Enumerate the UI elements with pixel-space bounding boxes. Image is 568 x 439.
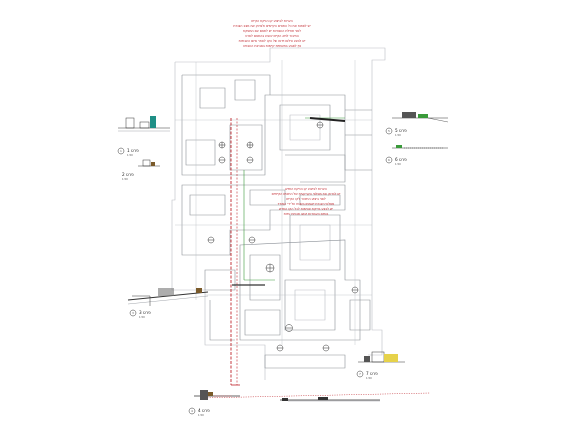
detail-7-label: 7 פרט 7 1:50: [356, 370, 378, 380]
wall-segment: [309, 117, 346, 122]
marker-f: [207, 236, 215, 244]
note-mid-1: יש לבדוק את מפלסי הקרקעית של התאים הקיימ…: [272, 192, 341, 196]
detail-1-drawing: [118, 116, 170, 132]
marker-j: [276, 344, 284, 352]
detail-7-circle: [356, 370, 364, 378]
detail-4-scale: 1:50: [198, 413, 204, 417]
detail-6-num: 6: [388, 158, 390, 162]
detail-3-drawing: [127, 288, 209, 306]
detail-6-circle: [385, 156, 393, 164]
detail-5-drawing: [392, 112, 449, 123]
plan-grid-lines: [175, 60, 372, 345]
marker-b: [246, 141, 254, 149]
detail-3-scale: 1:50: [139, 315, 145, 319]
detail-1-label: 1 פרט 1 1:50: [117, 147, 139, 157]
note-mid-3: מפלסי הצנרת יאומתו בשטח על ידי המודד: [278, 202, 335, 206]
marker-a: [218, 141, 226, 149]
marker-c: [218, 156, 226, 164]
detail-1-scale: 1:50: [127, 153, 133, 157]
note-mid-2: לפני ביצוע החיבור לקו הקיים: [286, 197, 326, 201]
note-top-0: הערות לביצוע קו הניקוז הקיים: [251, 19, 292, 23]
note-mid-0: הערות לביצוע קו הניקוז החדש: [285, 187, 327, 191]
note-top-5: אין לפגוע בתשתיות קיימות בסביבת העבודה: [243, 44, 302, 48]
detail-2-title: פרט 2: [122, 172, 134, 177]
detail-1-circle: [117, 147, 125, 155]
marker-e: [316, 121, 324, 129]
detail-2-label: פרט 2 1:50: [122, 172, 134, 181]
bottom-section-drawing: [280, 397, 380, 402]
section-markers: [207, 121, 359, 352]
marker-i: [285, 324, 293, 332]
marker-g: [248, 236, 256, 244]
note-mid-5: בסיום העבודות יוגשו תכניות עדות: [284, 212, 329, 216]
note-top-3: החיבור לתא הקיים יבוצע בהתאם לפרט: [245, 34, 299, 38]
detail-7-title: פרט 7: [366, 371, 378, 376]
detail-3-circle: [129, 309, 137, 317]
detail-5-scale: 1:50: [395, 133, 401, 137]
detail-1-title: פרט 1: [127, 148, 139, 153]
detail-7-num: 7: [359, 372, 361, 376]
note-top-4: יש לבצע צילום וידאו של הקו לאחר סיום העב…: [239, 39, 306, 43]
detail-6-drawing: [392, 145, 448, 149]
detail-6-title: פרט 6: [395, 157, 407, 162]
detail-4-drawing: [194, 390, 240, 400]
detail-5-num: 5: [388, 129, 390, 133]
floor-plan: [171, 47, 386, 380]
detail-3-label: 3 פרט 3 1:50: [129, 309, 151, 319]
marker-d: [246, 156, 254, 164]
detail-5-title: פרט 5: [395, 128, 407, 133]
detail-3-num: 3: [132, 311, 134, 315]
detail-7-scale: 1:50: [366, 376, 372, 380]
notes-top: הערות לביצוע קו הניקוז הקיים יש לפתוח את…: [233, 19, 311, 48]
detail-3-title: פרט 3: [139, 310, 151, 315]
detail-1-num: 1: [120, 149, 122, 153]
note-mid-4: יש לבצע בדיקת אטימות לכל הקו החדש: [279, 207, 333, 211]
marker-h: [265, 263, 275, 273]
detail-5-circle: [385, 127, 393, 135]
note-top-2: לפני תחילת העבודות יש לתאם עם המפקח: [243, 29, 301, 33]
detail-6-scale: 1:50: [395, 162, 401, 166]
detail-5-label: 5 פרט 5 1:50: [385, 127, 407, 137]
detail-2-drawing: [138, 159, 160, 167]
marker-k: [322, 344, 330, 352]
detail-4-label: 4 פרט 4 1:50: [188, 407, 210, 417]
note-top-1: יש לפתוח את כל התאים הקיימים ולבדוק את מ…: [233, 24, 311, 28]
notes-mid: הערות לביצוע קו הניקוז החדש יש לבדוק את …: [272, 187, 341, 216]
detail-4-title: פרט 4: [198, 408, 210, 413]
detail-4-circle: [188, 407, 196, 415]
detail-6-label: 6 פרט 6 1:50: [385, 156, 407, 166]
detail-2-scale: 1:50: [122, 177, 128, 181]
detail-7-drawing: [358, 351, 405, 363]
detail-4-num: 4: [191, 409, 193, 413]
marker-l: [351, 286, 359, 294]
